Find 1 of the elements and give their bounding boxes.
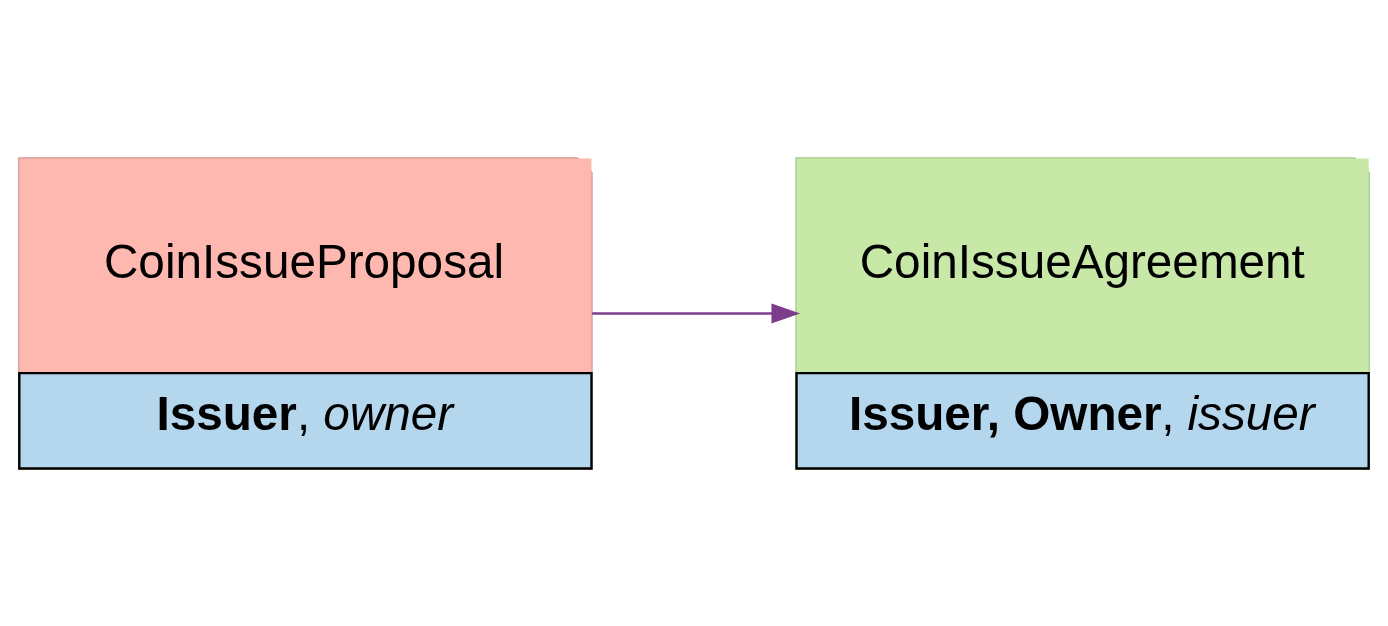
arrow	[592, 303, 801, 323]
